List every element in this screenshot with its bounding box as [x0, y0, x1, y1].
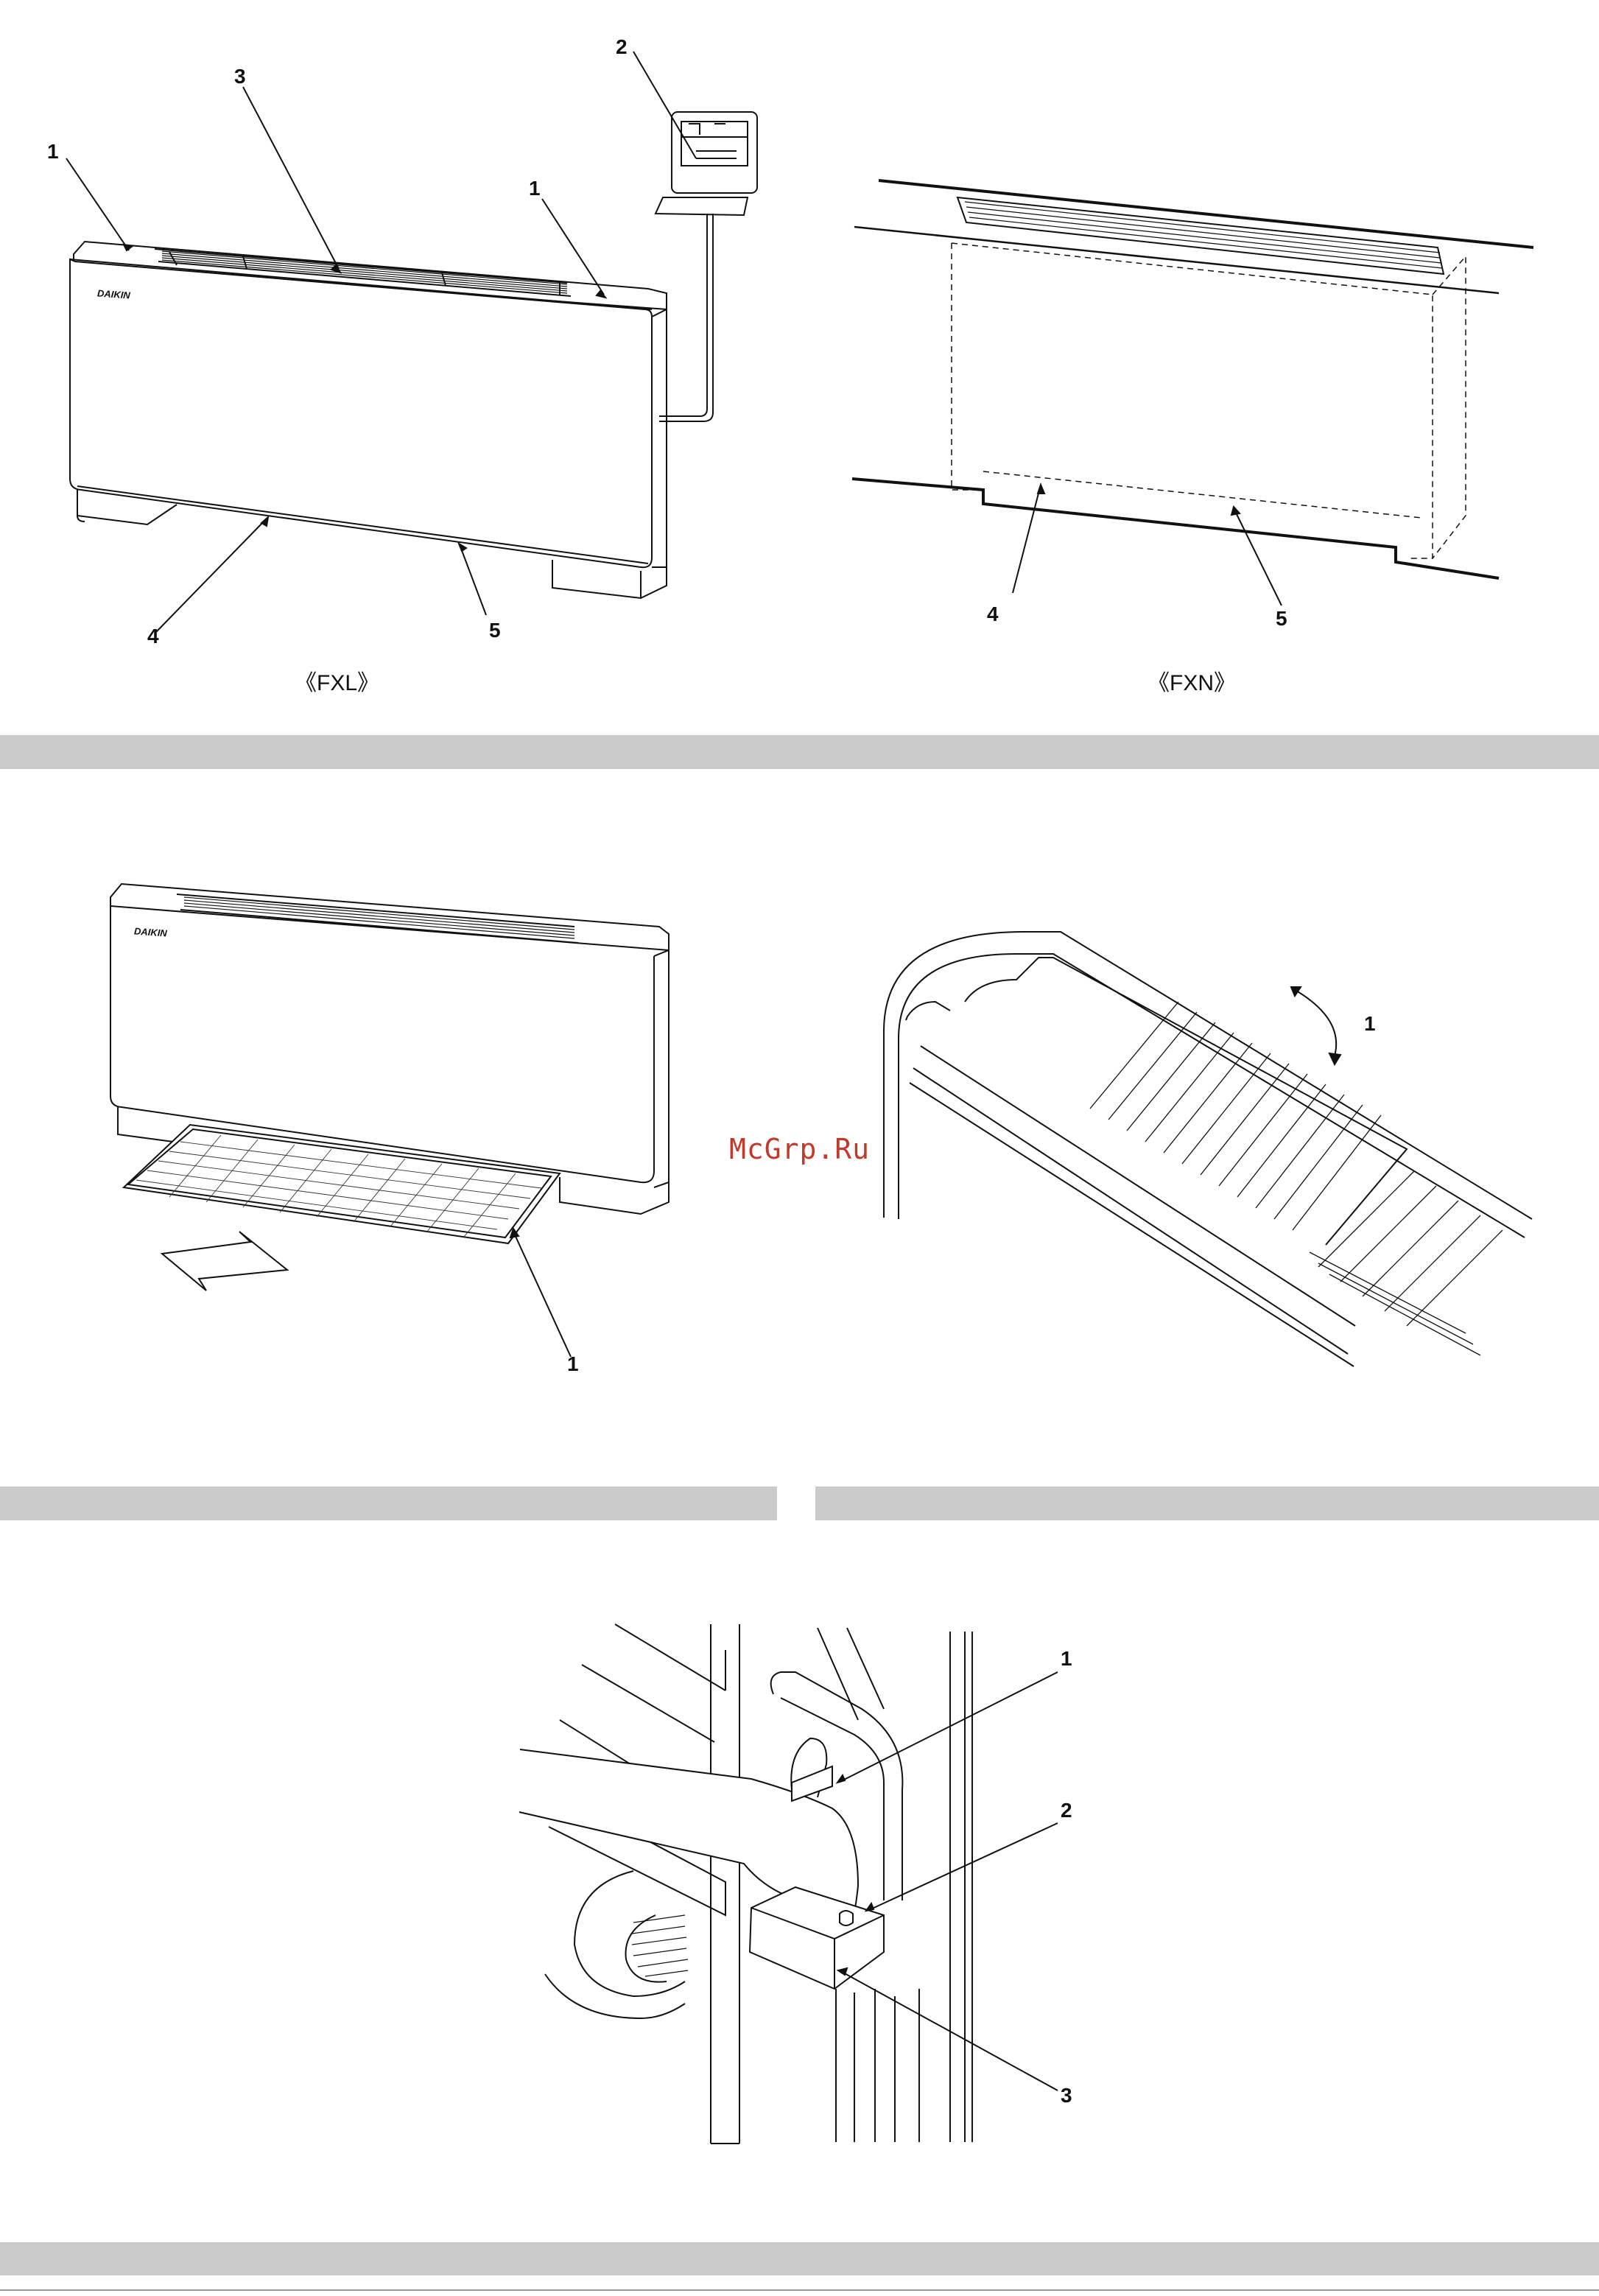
drain-callout-3: 3	[1061, 2085, 1072, 2106]
drain-callout-2: 2	[1061, 1800, 1072, 1821]
drain-callout-1: 1	[1061, 1649, 1072, 1669]
